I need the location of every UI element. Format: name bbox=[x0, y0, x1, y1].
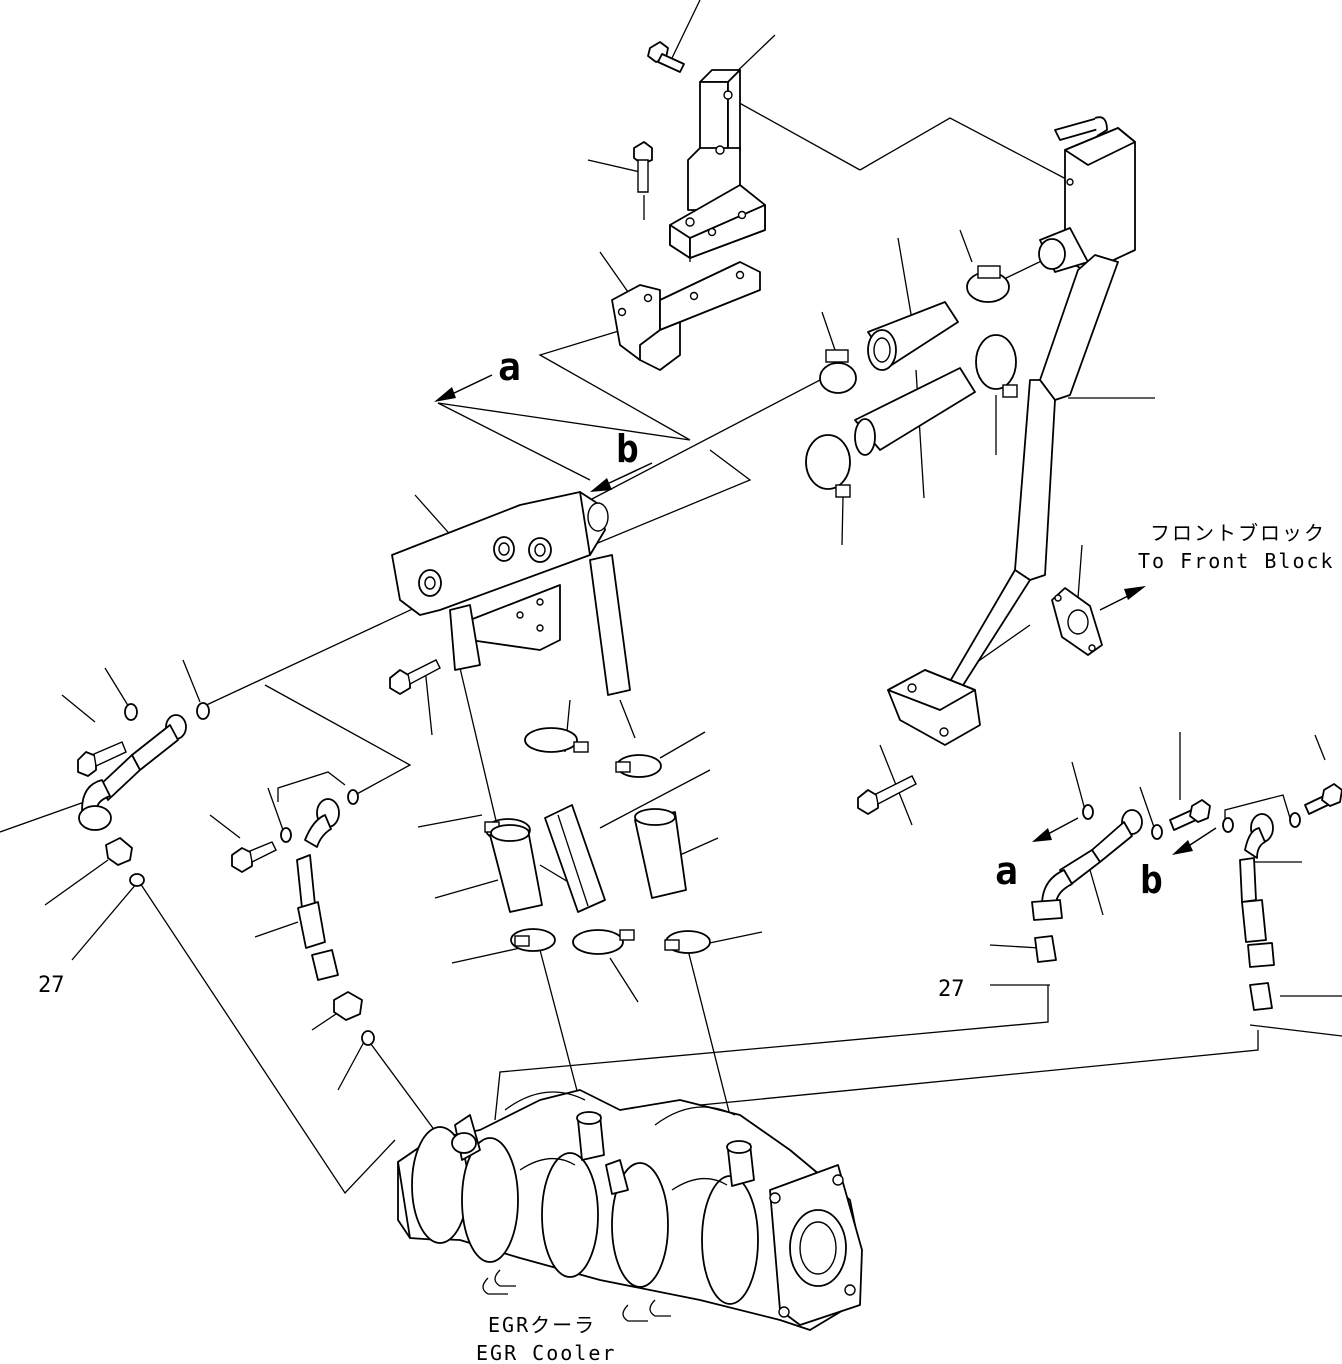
view-label-a: a bbox=[498, 345, 521, 389]
washer-icon bbox=[347, 789, 359, 805]
view-label-b: b bbox=[616, 427, 639, 471]
washer-icon bbox=[124, 703, 138, 721]
bolt-icon bbox=[77, 741, 127, 777]
washer-icon bbox=[1151, 824, 1163, 840]
hose-clamp-icon bbox=[664, 930, 711, 954]
bolt-icon bbox=[1169, 799, 1211, 831]
hose-clamp-icon bbox=[572, 929, 635, 955]
arrow-icon bbox=[1172, 840, 1193, 855]
tube-fitting bbox=[78, 714, 187, 831]
view-label-a-right: a bbox=[995, 849, 1018, 893]
washer-icon bbox=[196, 702, 210, 720]
hose-clamp-icon bbox=[524, 727, 589, 753]
hose-sleeve bbox=[854, 367, 976, 456]
tube-fitting bbox=[296, 798, 340, 981]
bolt-icon bbox=[633, 141, 653, 193]
nipple-fitting bbox=[1034, 935, 1057, 963]
hose-clamp-icon bbox=[510, 928, 556, 952]
bolt-icon bbox=[231, 841, 277, 873]
arrow-to-front-block bbox=[1099, 586, 1146, 611]
washer-icon bbox=[1289, 812, 1301, 828]
gasket bbox=[1051, 587, 1103, 656]
lower-bracket bbox=[611, 261, 761, 371]
nipple-fitting bbox=[1249, 982, 1273, 1011]
egr-cooler-label-en: EGR Cooler bbox=[476, 1341, 616, 1364]
washer-icon bbox=[361, 1030, 375, 1046]
egr-cooler-label-jp: EGRクーラ bbox=[488, 1313, 596, 1337]
hose-clamp-icon bbox=[615, 754, 662, 778]
front-block-label-en: To Front Block bbox=[1138, 549, 1335, 573]
view-arrow-b: b bbox=[590, 427, 653, 492]
view-label-b-right: b bbox=[1140, 858, 1163, 902]
hose bbox=[867, 301, 959, 371]
hose-clamp-icon bbox=[975, 334, 1018, 398]
ref-27-left: 27 bbox=[38, 973, 65, 998]
arrow-icon bbox=[1032, 828, 1052, 842]
hose-sleeve bbox=[544, 804, 606, 913]
washer-icon bbox=[1222, 817, 1234, 833]
view-arrow-b-right: b bbox=[1140, 827, 1217, 902]
tube-fitting bbox=[1031, 809, 1143, 921]
nipple-fitting bbox=[105, 837, 133, 866]
view-arrow-a-right: a bbox=[995, 817, 1079, 893]
bolt-icon bbox=[857, 775, 917, 815]
hose bbox=[634, 808, 687, 899]
nipple-fitting bbox=[333, 991, 363, 1021]
view-arrow-a: a bbox=[434, 345, 521, 402]
egr-cooler bbox=[397, 1089, 863, 1331]
hose-clamp-icon bbox=[805, 434, 851, 498]
bolt-icon bbox=[1304, 783, 1342, 815]
washer-icon bbox=[1082, 804, 1094, 820]
leader-lines bbox=[0, 0, 1342, 1195]
front-block-label-jp: フロントブロック bbox=[1150, 521, 1326, 545]
water-pipe bbox=[887, 116, 1136, 746]
hose-clamp-icon bbox=[819, 349, 857, 394]
upper-bracket bbox=[669, 69, 766, 259]
ref-27-right: 27 bbox=[938, 977, 965, 1002]
arrow-icon bbox=[434, 387, 456, 402]
bolt-icon bbox=[389, 659, 441, 695]
arrow-icon bbox=[590, 478, 612, 492]
hose bbox=[489, 824, 543, 913]
water-manifold bbox=[391, 491, 631, 696]
arrow-icon bbox=[1124, 586, 1146, 600]
hose-clamp-icon bbox=[966, 265, 1010, 303]
bolt-icon bbox=[647, 41, 685, 73]
tube-fitting bbox=[1239, 813, 1275, 968]
washer-icon bbox=[280, 827, 292, 843]
washer-icon bbox=[129, 873, 145, 887]
